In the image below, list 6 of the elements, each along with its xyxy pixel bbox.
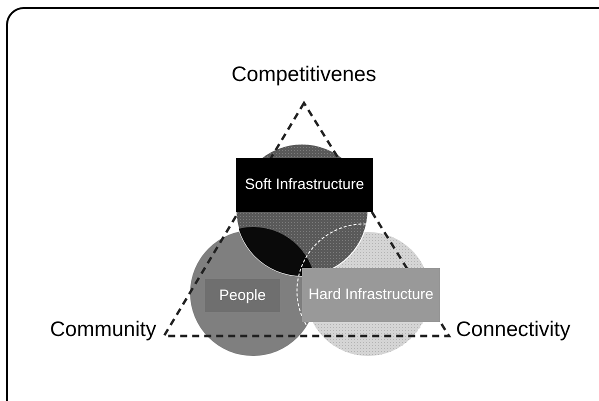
corner-label: Connectivity (456, 319, 570, 340)
corner-label: Competitivenes (232, 64, 376, 85)
label-box: Hard Infrastructure (302, 268, 440, 322)
label-box: Soft Infrastructure (236, 158, 373, 212)
corner-label: Community (50, 319, 156, 340)
label-box: People (205, 279, 280, 312)
